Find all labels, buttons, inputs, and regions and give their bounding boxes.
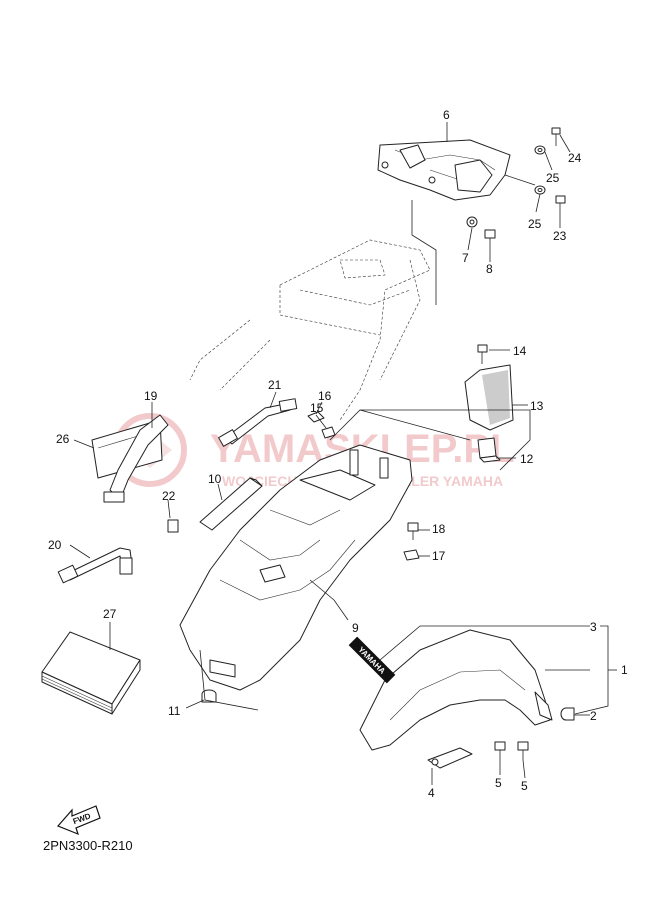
part-12-bracket	[477, 437, 501, 463]
callout-11: 11	[168, 704, 181, 718]
part-14-bolt	[477, 344, 488, 364]
callout-20: 20	[48, 538, 62, 552]
fwd-arrow-icon: FWD	[56, 805, 101, 836]
part-25-washer-bottom	[534, 185, 546, 195]
callout-2: 2	[590, 709, 597, 723]
part-16-nut	[307, 411, 325, 423]
part-17-nut	[403, 549, 420, 561]
callout-labels: 1 2 3 4 5 5 6 7 8 9 10 11 12 13 14 15 16…	[48, 108, 628, 800]
part-10-rail	[199, 477, 263, 531]
part-24-bolt	[551, 127, 561, 146]
part-27-owners-manual	[41, 631, 141, 715]
callout-13: 13	[530, 399, 544, 413]
callout-5a: 5	[495, 776, 502, 790]
callout-15: 15	[310, 401, 324, 415]
callout-9: 9	[352, 621, 359, 635]
part-8-bolt	[484, 229, 496, 248]
part-1-rear-fender: YAMAHA	[348, 629, 553, 751]
callout-7: 7	[462, 251, 469, 265]
part-21-strap	[218, 398, 298, 447]
part-22-clip	[167, 519, 179, 533]
callout-26: 26	[56, 432, 70, 446]
part-7-washer	[466, 216, 478, 228]
part-13-heat-shield	[464, 364, 514, 431]
part-9-inner-fender	[179, 444, 413, 691]
callout-10: 10	[208, 472, 222, 486]
callout-21: 21	[268, 378, 282, 392]
part-19-strap	[103, 414, 169, 503]
callout-23: 23	[553, 229, 567, 243]
part-25-washer-top	[534, 145, 546, 155]
callout-8: 8	[486, 262, 493, 276]
callout-16: 16	[318, 389, 332, 403]
fender-decal-text: YAMAHA	[356, 645, 387, 676]
callout-22: 22	[162, 489, 176, 503]
diagram-code: 2PN3300-R210	[43, 838, 133, 853]
callout-25a: 25	[546, 171, 560, 185]
callout-27: 27	[103, 607, 117, 621]
part-6-bracket	[377, 139, 511, 201]
part-5-bolt-a	[494, 741, 506, 760]
part-5-bolt-b	[517, 741, 529, 760]
callout-24: 24	[568, 151, 582, 165]
callout-5b: 5	[521, 779, 528, 793]
callout-12: 12	[520, 452, 534, 466]
callout-25b: 25	[528, 217, 542, 231]
callout-4: 4	[428, 786, 435, 800]
callout-18: 18	[432, 522, 446, 536]
callout-3: 3	[590, 620, 597, 634]
leader-lines	[69, 122, 617, 785]
callout-19: 19	[144, 389, 158, 403]
part-4-bracket	[427, 747, 473, 769]
rear-frame-outline	[189, 239, 431, 421]
part-20-strap	[57, 547, 133, 584]
callout-6: 6	[443, 108, 450, 122]
part-2-grommet	[560, 707, 575, 721]
part-23-bolt	[555, 195, 566, 214]
callout-17: 17	[432, 549, 446, 563]
part-18-bolt	[407, 522, 419, 540]
callout-1: 1	[621, 663, 628, 677]
callout-14: 14	[513, 344, 527, 358]
